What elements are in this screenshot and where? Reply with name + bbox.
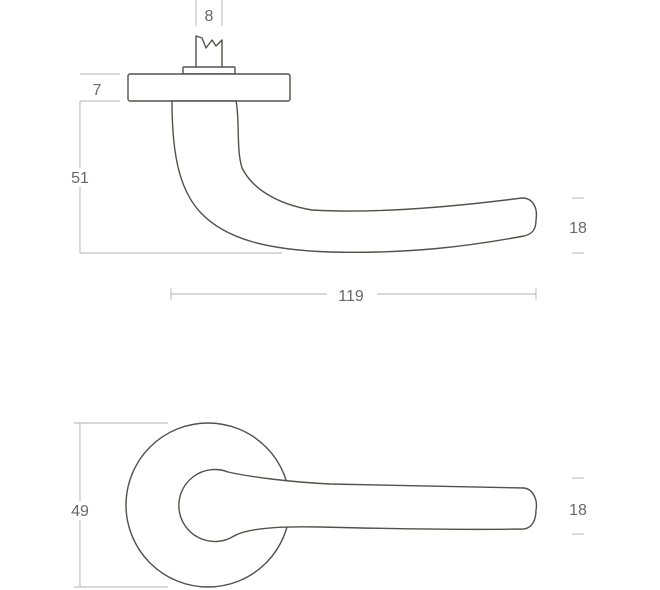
dim-label-length: 119: [338, 288, 364, 305]
dim-label-lever-thickness-top: 18: [569, 502, 587, 519]
lever-side: [171, 100, 538, 253]
lever-top: [178, 468, 538, 543]
dimension-rose-thickness: 7: [80, 73, 120, 102]
dimension-spindle: 8: [195, 0, 223, 26]
spindle-collar: [182, 66, 236, 75]
dimension-height: 51: [67, 101, 282, 254]
dimension-lever-thickness-side: 18: [569, 197, 587, 254]
dimension-lever-thickness-top: 18: [569, 477, 587, 535]
spindle: [195, 35, 223, 69]
dimension-rose-diameter: 49: [67, 422, 168, 588]
dim-label-height: 51: [71, 170, 89, 187]
top-view: [125, 422, 538, 588]
dim-label-rose-diameter: 49: [71, 503, 89, 520]
dim-label-lever-thickness-side: 18: [569, 220, 587, 237]
rose-side: [127, 73, 291, 102]
side-view: [127, 35, 538, 253]
dim-label-rose-thickness: 7: [93, 82, 102, 99]
dim-label-spindle: 8: [205, 8, 214, 25]
dimension-length: 119: [170, 288, 537, 305]
